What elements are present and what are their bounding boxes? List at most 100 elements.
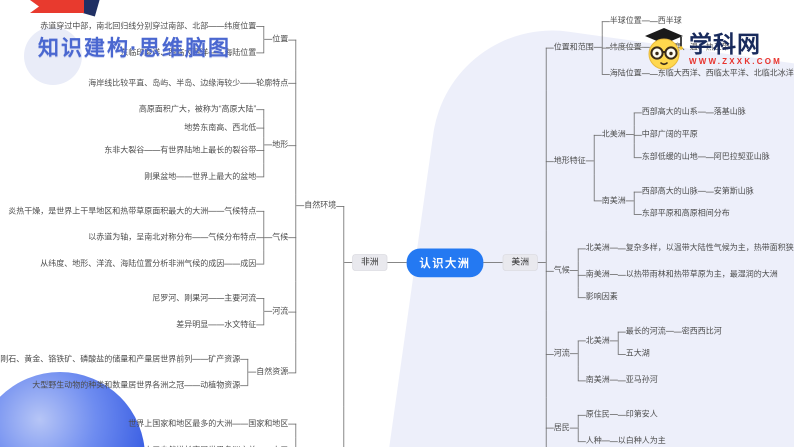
map-branch: 赤道穿过中部，南北回归线分别穿过南部、北部纬度位置 (40, 17, 256, 35)
map-child: 西部高大的山脉安第斯山脉 (633, 178, 754, 205)
map-child: 气候北美洲复杂多样，以温带大陆性气候为主，热带面积狭小南美洲以热带雨林和热带草原… (545, 230, 794, 311)
map-branch: 美洲位置和范围半球位置西半球纬度位置地跨寒、温、热三带海陆位置东临大西洋、西临太… (502, 4, 794, 447)
map-branch: 阿巴拉契亚山脉 (714, 152, 770, 162)
map-child: 原住民 印第安人 (577, 401, 666, 428)
map-child: 地势东南高、西北低 (104, 118, 265, 137)
map-children: 尼罗河、刚果河 (152, 289, 217, 307)
map-branch: 尼罗河、刚果河主要河流 (152, 289, 256, 307)
map-children: 以赤道为轴，呈南北对称分布 (88, 228, 201, 246)
map-node-label: 人口自然增长率居世界各洲之首 (144, 445, 256, 447)
map-branch: 大型野生动物的种类和数量居世界各洲之冠动植物资源 (32, 376, 240, 394)
map-branch: 世界上国家和地区最多的大洲国家和地区 (128, 415, 288, 433)
map-branch: 炎热干燥，是世界上干旱地区和热带草原面积最大的大洲气候特点以赤道为轴，呈南北对称… (8, 198, 288, 277)
map-branch: 世界上国家和地区最多的大洲 (128, 419, 232, 429)
zxxk-logo: 学科网 WWW.ZXXK.COM (643, 27, 782, 71)
map-node-label: 亚马孙河 (625, 375, 658, 385)
map-branch: 赤道穿过中部，南北回归线分别穿过南部、北部 (40, 21, 208, 31)
map-child: 东非大裂谷 (104, 141, 153, 159)
map-branch: 中部广阔的平原 (642, 129, 698, 139)
mindmap: 赤道穿过中部，南北回归线分别穿过南部、北部纬度位置东临印度洋、西临大西洋海陆位置… (0, 16, 794, 447)
connector-line (601, 440, 610, 442)
map-child: 世界上国家和地区最多的大洲国家和地区 (56, 411, 297, 437)
mindmap-row: 赤道穿过中部，南北回归线分别穿过南部、北部纬度位置东临印度洋、西临大西洋海陆位置… (0, 4, 794, 447)
connector-line (232, 263, 241, 265)
map-branch: 原住民 印第安人 (586, 405, 658, 423)
map-branch: 世界上国家和地区最多的大洲国家和地区人口自然增长率居世界各洲之首人口长期殖民统治… (56, 411, 336, 447)
connector-line (537, 262, 546, 263)
map-children: 大型野生动物的种类和数量居世界各洲之冠 (32, 376, 193, 394)
map-branch: 密西西比河 (682, 326, 722, 336)
map-child: 炎热干燥，是世界上干旱地区和热带草原面积最大的大洲 (8, 202, 217, 220)
map-node-label: 原住民 (585, 410, 610, 419)
connector-line (216, 25, 225, 27)
map-branch: 赤道穿过中部，南北回归线分别穿过南部、北部纬度位置东临印度洋、西临大西洋海陆位置… (0, 5, 388, 447)
map-branch: 尼罗河、刚果河主要河流差异明显水文特征河流 (152, 285, 288, 338)
map-child: 安第斯山脉 (705, 182, 754, 200)
map-node-label: 最长的河流 (625, 326, 666, 336)
map-node-label: 轮廓特点 (256, 78, 289, 88)
connector-line (216, 52, 225, 53)
map-branch: 东部平原和高原相间分布 (642, 208, 730, 218)
map-node-label: 南美洲 (601, 196, 626, 205)
map-child: 尼罗河、刚果河 (152, 289, 217, 307)
connector-line (697, 111, 706, 113)
map-branch: 地形特征北美洲西部高大的山系落基山脉中部广阔的平原东部低缓的山地阿巴拉契亚山脉南… (554, 95, 770, 227)
map-branch: 影响因素 (586, 292, 618, 302)
map-child: 尼罗河、刚果河主要河流差异明显水文特征河流 (0, 280, 297, 342)
connector-line (264, 144, 273, 146)
map-child: 北美洲复杂多样，以温带大陆性气候为主，热带面积狭小 (577, 235, 794, 262)
map-branch: 最长的河流 密西西比河 (626, 322, 722, 340)
map-child: 地形特征北美洲西部高大的山系落基山脉中部广阔的平原东部低缓的山地阿巴拉契亚山脉南… (545, 90, 794, 231)
map-branch: 亚马孙河 (626, 375, 658, 385)
connector-line (248, 82, 257, 84)
map-node-label: 气候分布特点 (208, 232, 257, 242)
map-child: 居民原住民印第安人人种以白种人为主 (545, 397, 794, 447)
connector-line (593, 46, 602, 48)
connector-line (665, 330, 674, 332)
connector-line (609, 247, 618, 249)
connector-line (152, 149, 161, 151)
map-node-label: 地形特征 (553, 156, 586, 166)
map-children: 以热带雨林和热带草原为主，最湿润的大洲 (617, 265, 778, 283)
map-node-label: 气候 (553, 266, 570, 275)
map-child: 以赤道为轴，呈南北对称分布 (88, 228, 201, 246)
map-children: 赤道穿过中部，南北回归线分别穿过南部、北部 (40, 17, 217, 35)
map-branch: 安第斯山脉 (714, 186, 754, 196)
connector-line (569, 353, 578, 355)
map-node-label: 自然资源 (256, 367, 289, 377)
map-node-label: 气候 (272, 232, 289, 242)
map-node-label: 海岸线比较平直、岛屿、半岛、边缘海较少 (88, 78, 241, 88)
map-branch: 地跨寒、温、热三带 (658, 42, 730, 52)
map-children: 位置和范围半球位置西半球纬度位置地跨寒、温、热三带海陆位置东临大西洋、西临太平洋… (545, 4, 794, 447)
map-child: 南美洲亚马孙河 (577, 366, 722, 393)
connector-line (585, 160, 594, 162)
map-node-label: 北美洲 (601, 130, 626, 139)
logo-url: WWW.ZXXK.COM (688, 57, 782, 66)
map-branch: 从纬度、地形、洋流、海陆位置分析非洲气候的成因成因 (40, 254, 256, 272)
map-branch: 刚果盆地 (144, 171, 176, 181)
map-child: 东临印度洋、西临大西洋 (120, 43, 217, 61)
map-branch: 复杂多样，以温带大陆性气候为主，热带面积狭小 (626, 243, 794, 253)
connector-line (609, 274, 618, 275)
connector-line (569, 427, 578, 429)
map-node-label: 刚果盆地 (144, 172, 177, 181)
map-node-label: 东临大西洋、西临太平洋、北临北冰洋 (657, 69, 794, 79)
connector-line (344, 262, 353, 263)
map-child: 大型野生动物的种类和数量居世界各洲之冠 (32, 376, 193, 394)
connector-line (264, 38, 273, 40)
map-node-label: 动植物资源 (200, 380, 241, 390)
map-children: 赤道穿过中部，南北回归线分别穿过南部、北部纬度位置东临印度洋、西临大西洋海陆位置 (40, 13, 265, 66)
map-branch: 海岸线比较平直、岛屿、半岛、边缘海较少 轮廓特点 (88, 74, 288, 92)
map-node-label: 以赤道为轴，呈南北对称分布 (88, 232, 193, 242)
map-child: 炎热干燥，是世界上干旱地区和热带草原面积最大的大洲气候特点 (8, 198, 265, 225)
map-child: 金刚石、黄金、铬铁矿、磷酸盐的储量和产量居世界前列矿产资源 (0, 346, 249, 373)
map-child: 赤道穿过中部，南北回归线分别穿过南部、北部纬度位置东临印度洋、西临大西洋海陆位置… (0, 9, 297, 70)
map-node-label: 阿巴拉契亚山脉 (713, 152, 770, 162)
map-node-label: 炎热干燥，是世界上干旱地区和热带草原面积最大的大洲 (8, 206, 209, 216)
map-branch: 金刚石、黄金、铬铁矿、磷酸盐的储量和产量居世界前列矿产资源大型野生动物的种类和数… (0, 346, 288, 399)
map-branch: 人种以白种人为主 (586, 432, 666, 447)
map-node-label: 印第安人 (625, 410, 658, 419)
map-node-label: 海陆位置 (609, 69, 642, 79)
map-children: 赤道穿过中部，南北回归线分别穿过南部、北部纬度位置东临印度洋、西临大西洋海陆位置… (0, 9, 297, 403)
root-link-right (483, 262, 503, 263)
